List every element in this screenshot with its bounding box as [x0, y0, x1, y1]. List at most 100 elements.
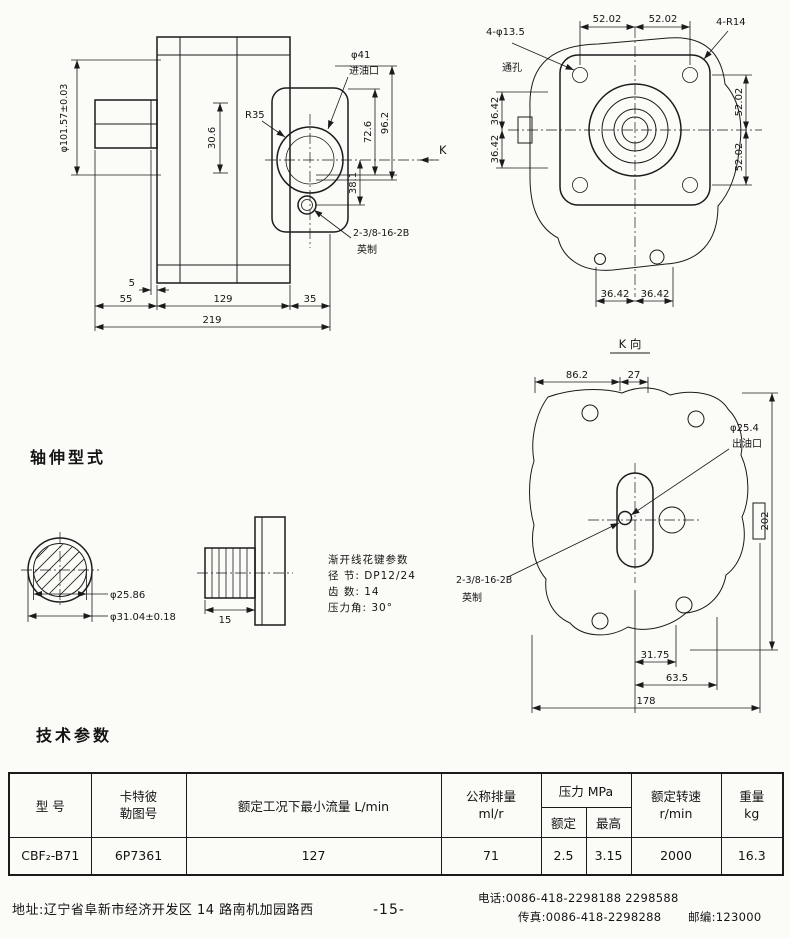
spline-title: 渐开线花键参数 — [328, 554, 409, 566]
fax-line: 传真:0086-418-2298288 — [518, 910, 662, 924]
flange-outline — [508, 27, 762, 297]
header-label: 型 号 — [35, 798, 65, 814]
cell-pressure-rated: 2.5 — [540, 836, 587, 876]
table-data-row: CBF₂-B71 6P7361 127 71 2.5 3.15 2000 16.… — [8, 836, 784, 876]
shaft-end-view-drawing: φ25.86 φ31.04±0.18 — [21, 532, 176, 623]
cell-model: CBF₂-B71 — [8, 836, 92, 876]
header-row-1: 型 号 卡特彼勒图号 额定工况下最小流量 L/min 公称排量 ml/r 压力 M… — [8, 772, 784, 838]
k-view-outline — [529, 387, 766, 636]
dim-129: 129 — [213, 294, 232, 305]
dim-36-bottom-right: 36.42 — [641, 289, 670, 300]
shaft-side-dimensions: 15 — [204, 600, 256, 626]
shaft-end-dimensions: φ25.86 φ31.04±0.18 — [27, 572, 176, 623]
header-label: 额定工况下最小流量 L/min — [237, 798, 390, 814]
cell-displacement: 71 — [440, 836, 542, 876]
dim-35: 35 — [304, 294, 317, 305]
header-label: kg — [744, 806, 760, 822]
k-view-title-text: K 向 — [619, 337, 642, 351]
tech-params-heading: 技术参数 — [36, 726, 113, 745]
col-header-displacement: 公称排量 ml/r — [440, 772, 542, 838]
col-header-speed: 额定转速 r/min — [630, 772, 722, 838]
shaft-end-outline — [21, 532, 99, 608]
page-number: -15- — [373, 902, 405, 918]
header-label: 额定 — [550, 815, 576, 831]
col-header-cat-no: 卡特彼勒图号 — [90, 772, 187, 838]
header-label: 公称排量 — [465, 788, 516, 804]
label-r35: R35 — [245, 110, 265, 121]
cell-speed: 2000 — [630, 836, 722, 876]
label-corner-radius: 4-R14 — [716, 17, 746, 28]
dim-31-75: 31.75 — [641, 650, 670, 661]
dim-86-2: 86.2 — [566, 370, 588, 381]
front-view-dimensions: 52.02 52.02 52.02 52.02 36.42 36.42 36.4… — [490, 14, 752, 307]
col-header-pressure-max: 最高 — [585, 806, 632, 838]
phone-line: 电话:0086-418-2298188 2298588 — [478, 891, 679, 905]
col-header-model: 型 号 — [8, 772, 92, 838]
dim-36-left-bottom: 36.42 — [490, 135, 501, 164]
k-view-title: K 向 — [610, 337, 650, 354]
dim-bore-diameter: φ101.57±0.03 — [59, 84, 70, 153]
dim-38-1: 38.1 — [348, 172, 359, 194]
dim-202: 202 — [760, 511, 771, 530]
header-label: r/min — [659, 806, 693, 822]
label-imperial-k: 英制 — [462, 591, 482, 604]
dim-52-right-bottom: 52.02 — [734, 143, 745, 172]
dim-96-2: 96.2 — [380, 112, 391, 134]
cell-pressure-max: 3.15 — [585, 836, 632, 876]
header-label: 卡特彼 — [119, 788, 158, 804]
dim-63-5: 63.5 — [666, 673, 688, 684]
dim-178: 178 — [636, 696, 655, 707]
label-thread-spec-k: 2-3/8-16-2B — [456, 575, 512, 586]
side-view-dimensions: φ101.57±0.03 30.6 38.1 72.6 96.2 5 55 12… — [59, 59, 397, 331]
label-outlet-port: 出油口 — [732, 437, 762, 450]
label-phi41: φ41 — [351, 50, 370, 61]
dim-52-right-top: 52.02 — [734, 88, 745, 117]
header-row-2: 额定 最高 — [9, 806, 783, 838]
dim-52-top-left: 52.02 — [593, 14, 622, 25]
k-view-labels: φ25.4 出油口 2-3/8-16-2B 英制 — [456, 423, 762, 604]
dim-52-top-right: 52.02 — [649, 14, 678, 25]
dim-219: 219 — [202, 315, 221, 326]
shaft-extension-heading: 轴伸型式 — [30, 448, 107, 467]
tech-params-table: 型 号 卡特彼勒图号 额定工况下最小流量 L/min 公称排量 ml/r 压力 M… — [8, 772, 784, 876]
header-label: 额定转速 — [650, 788, 701, 804]
header-label: 压力 MPa — [558, 783, 614, 799]
label-through-hole: 通孔 — [502, 62, 522, 74]
col-header-pressure-rated: 额定 — [540, 806, 587, 838]
shaft-side-outline — [197, 516, 293, 626]
col-header-min-flow: 额定工况下最小流量 L/min — [185, 772, 442, 838]
dim-72-6: 72.6 — [363, 121, 374, 143]
label-phi25-4: φ25.4 — [730, 423, 759, 434]
label-k-arrow: K — [439, 143, 447, 157]
col-header-pressure: 压力 MPa — [540, 772, 632, 808]
spline-angle: 压力角: 30° — [328, 602, 393, 614]
pump-body-outline — [94, 36, 439, 284]
dim-15: 15 — [219, 615, 232, 626]
front-view-drawing: 52.02 52.02 52.02 52.02 36.42 36.42 36.4… — [486, 14, 762, 307]
cell-weight: 16.3 — [720, 836, 784, 876]
header-label: ml/r — [478, 806, 504, 822]
cell-cat-no: 6P7361 — [90, 836, 187, 876]
side-view-drawing: φ101.57±0.03 30.6 38.1 72.6 96.2 5 55 12… — [59, 36, 447, 331]
dim-phi31-04: φ31.04±0.18 — [110, 612, 176, 623]
dim-5: 5 — [129, 278, 135, 289]
header-label: 最高 — [595, 815, 621, 831]
label-inlet-port: 进油口 — [349, 64, 379, 77]
header-label: 勒图号 — [119, 806, 158, 822]
label-thread-spec: 2-3/8-16-2B — [353, 228, 409, 239]
address-line: 地址:辽宁省阜新市经济开发区 14 路南机加园路西 — [12, 903, 314, 918]
shaft-side-view-drawing: 15 — [197, 516, 293, 626]
k-view-dimensions: 86.2 27 202 31.75 63.5 178 — [531, 370, 778, 713]
dim-27: 27 — [628, 370, 641, 381]
dim-phi25-86: φ25.86 — [110, 590, 145, 601]
label-bolt-holes: 4-φ13.5 — [486, 27, 525, 38]
dim-36-left-top: 36.42 — [490, 97, 501, 126]
side-view-labels: φ41 进油口 R35 2-3/8-16-2B 英制 K — [245, 50, 447, 256]
spline-pitch: 径 节: DP12/24 — [328, 570, 416, 582]
dim-36-bottom-left: 36.42 — [601, 289, 630, 300]
k-view-drawing: K 向 86.2 27 202 31.75 63.5 — [456, 337, 778, 713]
dim-30-6: 30.6 — [207, 127, 218, 149]
spline-teeth: 齿 数: 14 — [328, 586, 380, 598]
